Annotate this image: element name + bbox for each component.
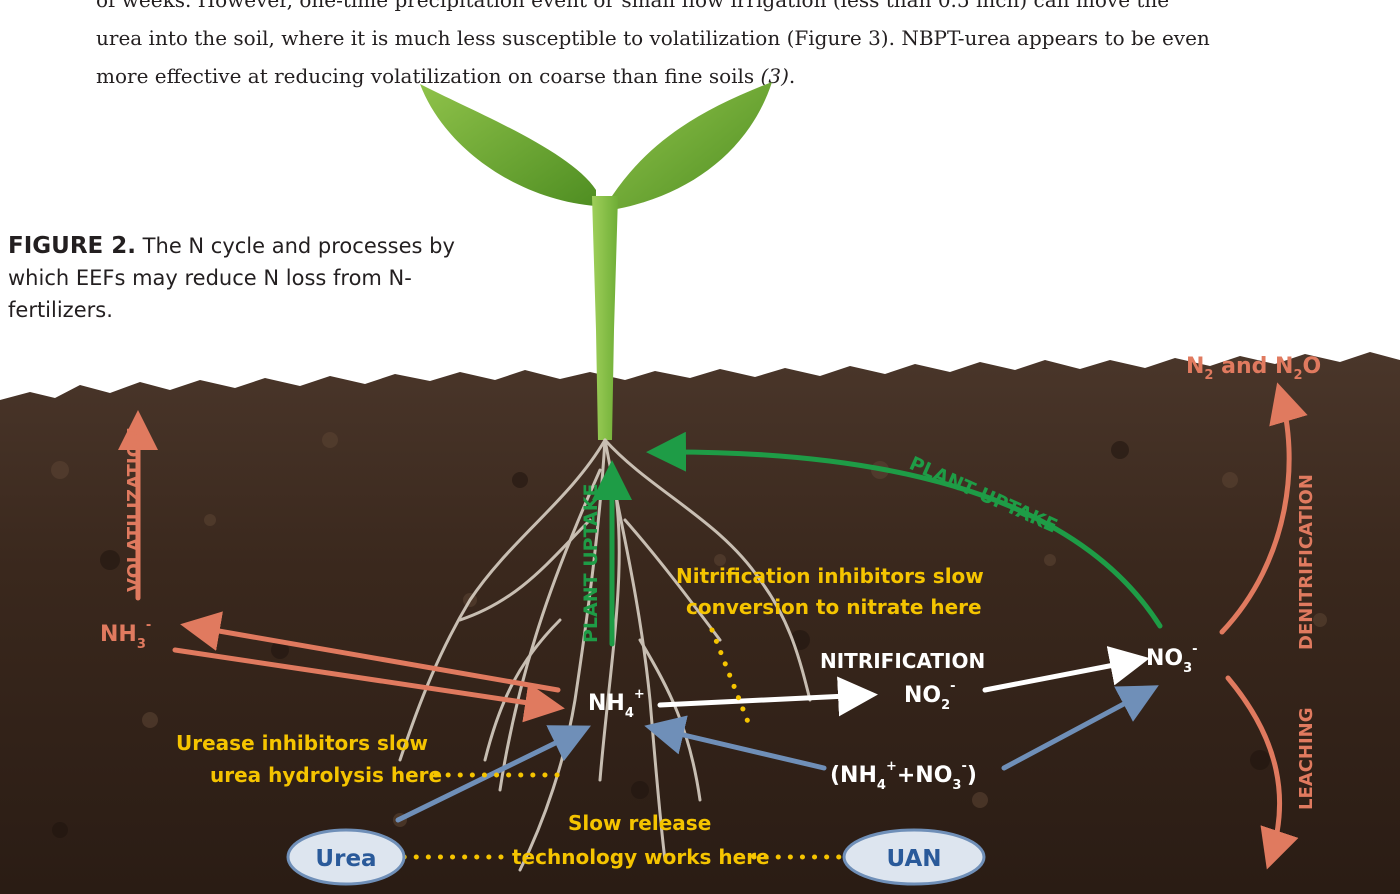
mix-sub1: 4 <box>877 778 886 793</box>
urease-note-line1: Urease inhibitors slow <box>176 731 428 755</box>
volatilization-label: VOLATILIZATION <box>124 427 145 592</box>
nh4-sup: + <box>634 687 645 702</box>
right-leaf <box>612 82 772 210</box>
uan-label: UAN <box>886 846 941 872</box>
mix-plus: +NO <box>897 763 953 788</box>
mix-close: ) <box>967 763 977 788</box>
nitrification-note-line2: conversion to nitrate here <box>686 595 982 619</box>
nh4-base: NH <box>588 691 625 716</box>
nitrification-label: NITRIFICATION <box>820 649 985 673</box>
n2o-end: O <box>1303 354 1322 379</box>
no2-sup: - <box>950 679 955 694</box>
denitrification-label: DENITRIFICATION <box>1296 474 1317 650</box>
mix-open: (NH <box>830 763 877 788</box>
nh4-sub: 4 <box>625 706 634 721</box>
uan-oval: UAN <box>844 830 984 884</box>
slow-release-note-line1: Slow release <box>568 811 711 835</box>
no3-sup: - <box>1192 642 1197 657</box>
nh3-sub: 3 <box>137 637 146 652</box>
and-n: and N <box>1213 354 1293 379</box>
n2-base: N <box>1186 354 1204 379</box>
mix-sup1: + <box>886 759 897 774</box>
nh3-base: NH <box>100 622 137 647</box>
n2o-sub: 2 <box>1293 368 1302 383</box>
figure-label: FIGURE 2. <box>8 233 136 259</box>
no2-base: NO <box>904 683 941 708</box>
urea-label: Urea <box>315 846 376 872</box>
urease-note-line2: urea hydrolysis here <box>210 763 442 787</box>
urea-oval: Urea <box>288 830 404 884</box>
nh3-sup: - <box>146 618 151 633</box>
figure-caption: FIGURE 2. The N cycle and processes by w… <box>8 230 458 326</box>
slow-release-note-line2: technology works here <box>512 845 770 869</box>
no2-sub: 2 <box>941 698 950 713</box>
left-leaf <box>420 84 596 206</box>
no3-sub: 3 <box>1183 661 1192 676</box>
plant-uptake-vertical-label: PLANT UPTAKE <box>580 484 602 643</box>
no3-base: NO <box>1146 646 1183 671</box>
leaching-label: LEACHING <box>1296 707 1317 810</box>
nitrification-note-line1: Nitrification inhibitors slow <box>676 564 984 588</box>
mix-sub2: 3 <box>952 778 961 793</box>
n2-sub: 2 <box>1204 368 1213 383</box>
